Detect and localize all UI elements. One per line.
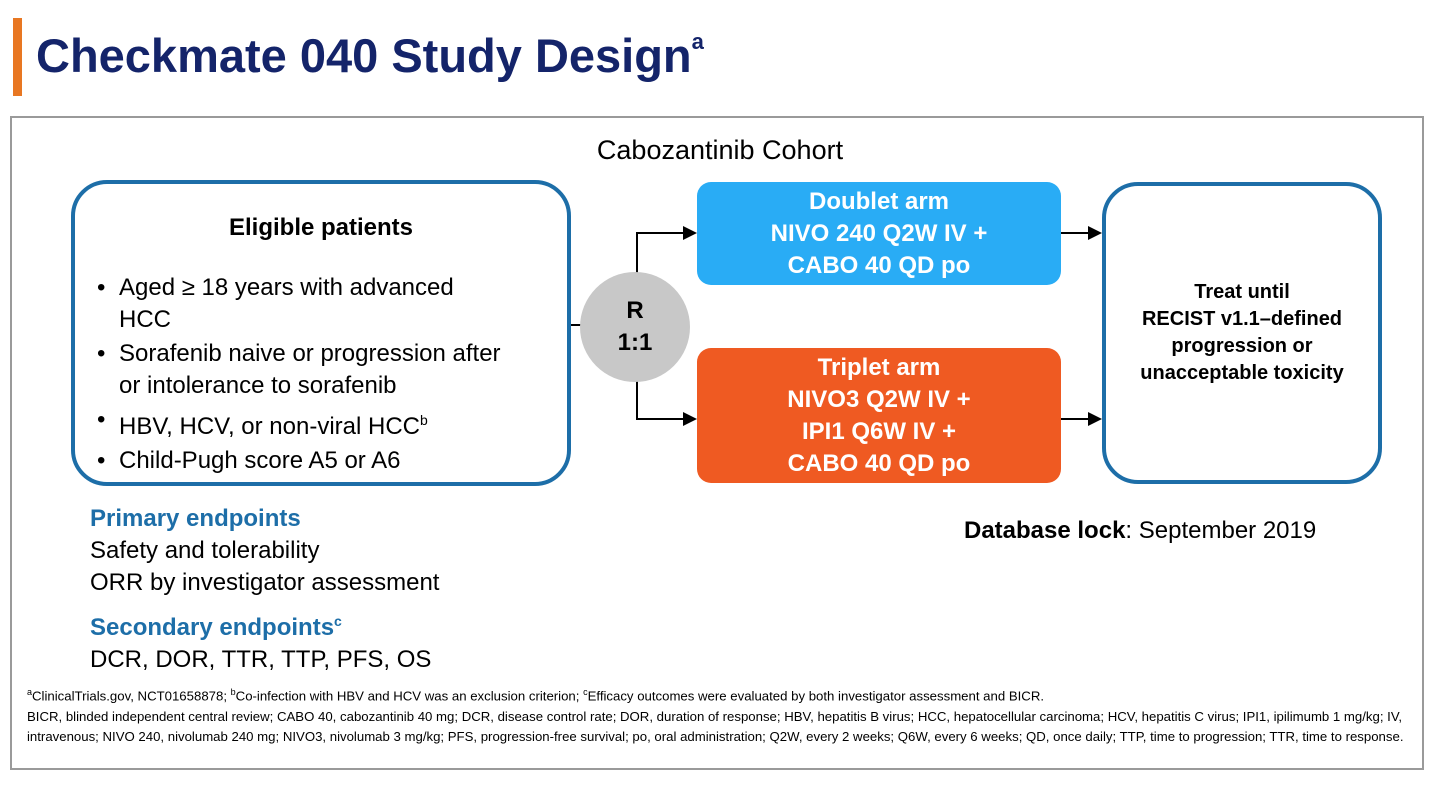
eligible-patients-box: Eligible patients • Aged ≥ 18 years with… [71,180,571,486]
triplet-arm-title: Triplet arm [817,353,941,381]
primary-endpoints-heading: Primary endpoints [90,505,301,532]
slide-title-text: Checkmate 040 Study Design [36,29,692,82]
footnote-line1: aClinicalTrials.gov, NCT01658878; bCo-in… [27,682,1417,707]
randomization-label: R [626,297,644,324]
criterion-age: • Aged ≥ 18 years with advanced HCC [97,272,557,336]
fn-marker-b: b [230,687,236,697]
database-lock: Database lock: September 2019 [964,517,1316,545]
criterion-age-line1: Aged ≥ 18 years with advanced [119,274,454,301]
cohort-label: Cabozantinib Cohort [596,135,844,165]
criterion-sorafenib: • Sorafenib naive or progression after o… [97,338,557,402]
criterion-hcc-etiology: • HBV, HCV, or non-viral HCCb [97,404,557,443]
criterion-child-pugh: • Child-Pugh score A5 or A6 [97,445,557,477]
bullet: • [97,406,106,433]
secondary-endpoints-heading: Secondary endpointsc [90,605,439,644]
criterion-hcc-etiology-text: HBV, HCV, or non-viral HCC [119,413,420,440]
eligibility-criteria-list: • Aged ≥ 18 years with advanced HCC • So… [97,272,557,479]
randomization-node: R 1:1 [580,272,690,382]
treat-line2: RECIST v1.1–defined [1141,308,1343,330]
footnote-marker-c: c [334,613,342,629]
connector-triplet-to-treat [1061,418,1089,420]
eligible-patients-title: Eligible patients [228,214,414,241]
treatment-duration-box: Treat until RECIST v1.1–defined progress… [1102,182,1382,484]
fn-text-c: Efficacy outcomes were evaluated by both… [587,688,1045,704]
connector-randomization-vertical-upper [636,232,638,276]
title-accent-bar [13,18,22,96]
connector-to-doublet [636,232,684,234]
doublet-arm-nivo: NIVO 240 Q2W IV + [770,219,988,247]
slide-title: Checkmate 040 Study Designa [36,30,704,82]
connector-doublet-to-treat [1061,232,1089,234]
criterion-sorafenib-line2: or intolerance to sorafenib [119,372,397,399]
content-frame [10,116,1424,770]
criterion-child-pugh-text: Child-Pugh score A5 or A6 [119,447,401,474]
arrow-to-triplet-icon [683,412,697,426]
doublet-arm-box: Doublet arm NIVO 240 Q2W IV + CABO 40 QD… [697,182,1061,285]
bullet: • [97,447,106,474]
arrow-triplet-to-treat-icon [1088,412,1102,426]
bullet: • [97,340,106,367]
secondary-endpoints-heading-text: Secondary endpoints [90,614,335,641]
criterion-sorafenib-line1: Sorafenib naive or progression after [119,340,501,367]
fn-marker-a: a [27,687,33,697]
primary-endpoint-orr: ORR by investigator assessment [90,569,440,596]
footnotes: aClinicalTrials.gov, NCT01658878; bCo-in… [27,682,1417,748]
arrow-to-doublet-icon [683,226,697,240]
arrow-doublet-to-treat-icon [1088,226,1102,240]
bullet: • [97,274,106,301]
treat-line3: progression or [1171,335,1313,357]
connector-randomization-vertical-lower [636,378,638,420]
database-lock-date: : September 2019 [1125,517,1317,544]
criterion-age-line2: HCC [119,306,171,333]
fn-text-a: ClinicalTrials.gov, NCT01658878; [32,688,231,704]
triplet-arm-box: Triplet arm NIVO3 Q2W IV + IPI1 Q6W IV +… [697,348,1061,483]
treat-line1: Treat until [1194,281,1290,303]
triplet-arm-cabo: CABO 40 QD po [787,449,971,477]
database-lock-label: Database lock [964,517,1126,544]
fn-text-b: Co-infection with HBV and HCV was an exc… [235,688,584,704]
triplet-arm-ipi: IPI1 Q6W IV + [801,417,957,445]
secondary-endpoints-list: DCR, DOR, TTR, TTP, PFS, OS [90,646,432,673]
endpoints-section: Primary endpoints Safety and tolerabilit… [90,503,439,676]
doublet-arm-title: Doublet arm [808,187,949,215]
footnote-marker-b: b [420,412,428,428]
connector-to-triplet [636,418,684,420]
fn-marker-c: c [583,687,588,697]
primary-endpoint-safety: Safety and tolerability [90,537,320,564]
treat-line4: unacceptable toxicity [1140,362,1344,384]
connector-eligible-to-randomization [571,324,585,326]
doublet-arm-cabo: CABO 40 QD po [787,251,971,279]
randomization-ratio: 1:1 [617,329,653,356]
footnote-abbreviations: BICR, blinded independent central review… [27,708,1404,745]
triplet-arm-nivo: NIVO3 Q2W IV + [787,385,971,413]
title-footnote-marker: a [691,29,704,55]
